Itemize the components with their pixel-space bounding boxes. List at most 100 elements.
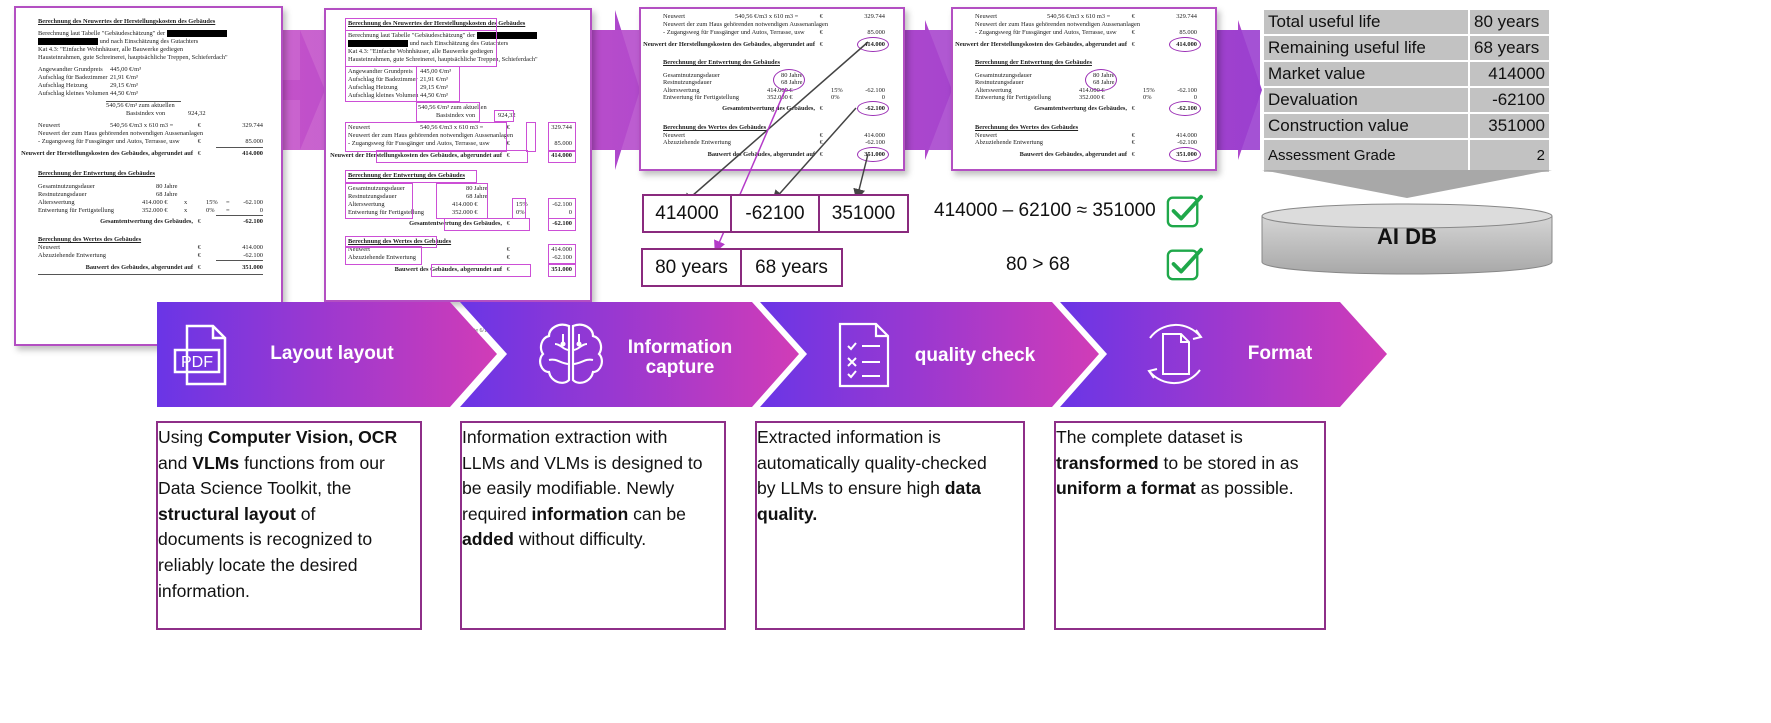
doc-row: Abzuziehende Entwertung€-62.100 (975, 139, 1197, 146)
highlight-circle (1169, 37, 1201, 52)
chevron-quality-check (760, 302, 1099, 407)
doc-text: Hausteinrahmen, gute Schreinerei, haupts… (348, 56, 538, 63)
layout-box (494, 110, 514, 122)
highlight-circle (1169, 101, 1201, 116)
document-thumbnail-layout-detected: Berechnung des Neuwertes der Herstellung… (324, 8, 592, 302)
doc-row: - Zugangsweg für Fussgänger und Autos, T… (663, 29, 885, 36)
chevron-information-capture (460, 302, 799, 407)
doc-heading: Berechnung der Entwertung des Gebäudes (348, 172, 465, 179)
pdf-icon: PDF (173, 324, 227, 386)
doc-row: Neuwert€414.000 (38, 244, 263, 251)
doc-text: und nach Einschätzung des Gutachters (348, 40, 572, 48)
step-information-capture: Information capture (460, 302, 800, 407)
layout-box (345, 236, 437, 248)
layout-box (548, 218, 576, 231)
layout-box (345, 170, 477, 183)
description-quality-check: Extracted information is automatically q… (755, 421, 1025, 630)
doc-row: Neuwert€414.000 (975, 132, 1197, 139)
doc-text: Hausteinrahmen, gute Schreinerei, haupts… (38, 54, 228, 61)
doc-row: 540,56 €/m³ zum aktuellen (106, 102, 175, 109)
checkmark-icon (1166, 194, 1203, 228)
layout-box (345, 246, 422, 265)
page-number: Seite 6/11 (466, 328, 490, 334)
doc-text: und nach Einschätzung des Gutachters (38, 38, 263, 46)
extracted-values-row: 414000 -62100 351000 (642, 194, 909, 233)
doc-heading: Berechnung der Entwertung des Gebäudes (975, 59, 1092, 66)
description-format: The complete dataset is transformed to b… (1054, 421, 1326, 630)
doc-row: Neuwert der zum Haus gehörenden notwendi… (38, 130, 204, 137)
doc-row: Neuwert€414.000 (348, 246, 572, 253)
step-title: quality check (914, 345, 1036, 366)
redaction (348, 40, 408, 48)
step-title: Format (1247, 343, 1313, 364)
redaction (38, 38, 98, 46)
doc-row: - Zugangsweg für Fussgänger und Autos, T… (975, 29, 1197, 36)
redaction (166, 30, 227, 38)
document-cycle-icon (1147, 323, 1203, 385)
value-cell: -62100 (732, 196, 820, 231)
layout-box (416, 102, 480, 122)
highlight-circle (1085, 69, 1117, 91)
doc-row: Neuwert der zum Haus gehörenden notwendi… (975, 21, 1141, 28)
doc-row: Abzuziehende Entwertung€-62.100 (38, 252, 263, 259)
chevron-layout (157, 302, 497, 407)
layout-box (345, 122, 507, 152)
checklist-icon (838, 322, 890, 388)
doc-row: Neuwert der zum Haus gehörenden notwendi… (348, 132, 514, 139)
layout-box (548, 150, 576, 163)
layout-box (548, 244, 576, 264)
document-thumbnail-original: Berechnung des Neuwertes der Herstellung… (14, 6, 283, 346)
doc-heading: Berechnung des Wertes des Gebäudes (38, 236, 142, 243)
value-cell: 414000 (644, 196, 732, 231)
doc-row: Abzuziehende Entwertung€-62.100 (348, 254, 572, 261)
layout-box (444, 218, 530, 231)
description-information-capture: Information extraction with LLMs and VLM… (460, 421, 726, 630)
checkmark-icon (1166, 247, 1203, 281)
doc-text: Berechnung laut Tabelle "Gebäudeschätzun… (38, 30, 263, 38)
layout-box (548, 122, 576, 152)
step-format: Format (1060, 302, 1387, 407)
doc-row: - Zugangsweg für Fussgänger und Autos, T… (348, 140, 572, 147)
table-row: Devaluation-62100 (1262, 86, 1551, 114)
doc-text: Kat 4.3: "Einfache Wohnhäuser, alle Bauw… (38, 46, 184, 53)
value-cell: 80 years (643, 250, 742, 285)
brain-icon (539, 323, 603, 384)
layout-box (548, 264, 576, 277)
doc-heading: Berechnung des Wertes des Gebäudes (975, 124, 1079, 131)
extracted-years-row: 80 years 68 years (641, 248, 843, 287)
svg-text:PDF: PDF (181, 354, 213, 371)
layout-box (526, 122, 536, 152)
doc-text: Kat 4.3: "Einfache Wohnhäuser, alle Bauw… (348, 48, 494, 55)
step-title: Information capture (627, 337, 733, 378)
database-label: AI DB (1377, 224, 1437, 249)
doc-row: 540,56 €/m³ zum aktuellen (418, 104, 487, 111)
value-cell: 351000 (831, 202, 896, 224)
doc-row: - Zugangsweg für Fussgänger und Autos, T… (38, 138, 263, 145)
highlight-circle (1169, 147, 1201, 162)
step-layout: PDF Layout layout (157, 302, 497, 407)
